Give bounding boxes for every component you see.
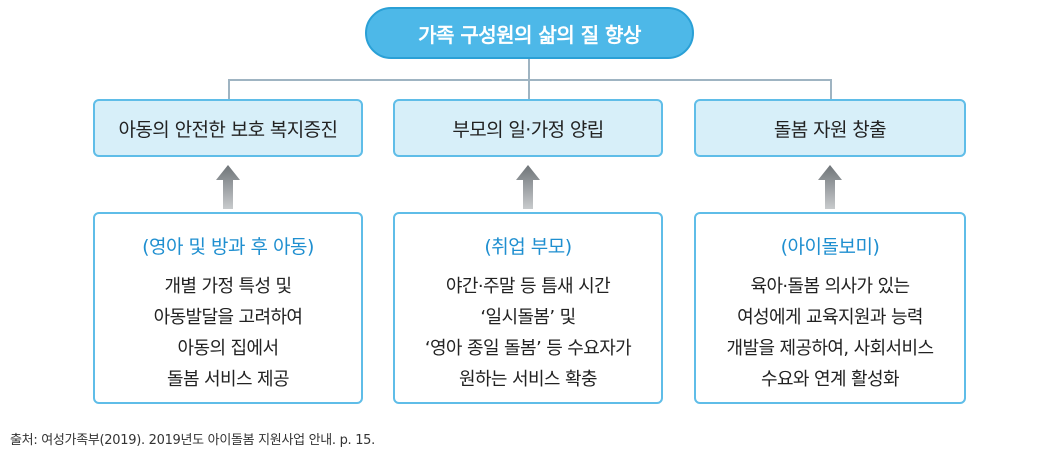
target-box-caregivers: (아이돌보미) 육아·돌봄 의사가 있는 여성에게 교육지원과 능력 개발을 제… (694, 212, 966, 404)
goal-label: 돌봄 자원 창출 (773, 118, 887, 141)
top-goal-pill: 가족 구성원의 삶의 질 향상 (365, 7, 694, 59)
target-heading: (영아 및 방과 후 아동) (142, 236, 314, 258)
description-line: 원하는 서비스 확충 (459, 369, 598, 390)
goal-label: 아동의 안전한 보호 복지증진 (118, 118, 338, 141)
description-line: 수요와 연계 활성화 (761, 369, 900, 390)
description-line: 개별 가정 특성 및 (164, 276, 292, 297)
target-description: 개별 가정 특성 및 아동발달을 고려하여 아동의 집에서 돌봄 서비스 제공 (154, 271, 303, 395)
description-line: 개발을 제공하여, 사회서비스 (726, 338, 934, 359)
description-line: 아동발달을 고려하여 (153, 307, 303, 328)
description-line: ‘일시돌봄’ 및 (480, 307, 576, 328)
connector-line (228, 79, 230, 99)
target-box-children: (영아 및 방과 후 아동) 개별 가정 특성 및 아동발달을 고려하여 아동의… (93, 212, 363, 404)
goal-box-work-family: 부모의 일·가정 양립 (393, 99, 663, 157)
description-line: 야간·주말 등 틈새 시간 (445, 276, 611, 297)
goal-box-child-welfare: 아동의 안전한 보호 복지증진 (93, 99, 363, 157)
target-heading: (취업 부모) (484, 236, 572, 258)
source-caption: 출처: 여성가족부(2019). 2019년도 아이돌봄 지원사업 안내. p.… (10, 433, 375, 448)
connector-line (528, 79, 530, 99)
description-line: 아동의 집에서 (177, 338, 279, 359)
goal-box-care-resource: 돌봄 자원 창출 (694, 99, 966, 157)
up-arrow-icon (818, 165, 842, 209)
goal-label: 부모의 일·가정 양립 (452, 118, 604, 141)
up-arrow-icon (216, 165, 240, 209)
connector-line (830, 79, 832, 99)
description-line: 돌봄 서비스 제공 (167, 369, 290, 390)
target-description: 야간·주말 등 틈새 시간 ‘일시돌봄’ 및 ‘영아 종일 돌봄’ 등 수요자가… (424, 271, 632, 395)
target-description: 육아·돌봄 의사가 있는 여성에게 교육지원과 능력 개발을 제공하여, 사회서… (727, 271, 934, 395)
description-line: ‘영아 종일 돌봄’ 등 수요자가 (424, 338, 632, 359)
target-box-working-parents: (취업 부모) 야간·주말 등 틈새 시간 ‘일시돌봄’ 및 ‘영아 종일 돌봄… (393, 212, 663, 404)
target-heading: (아이돌보미) (780, 236, 880, 258)
top-goal-title: 가족 구성원의 삶의 질 향상 (418, 22, 641, 47)
description-line: 여성에게 교육지원과 능력 (737, 307, 923, 328)
connector-line (528, 59, 530, 79)
up-arrow-icon (516, 165, 540, 209)
description-line: 육아·돌봄 의사가 있는 (750, 276, 910, 297)
